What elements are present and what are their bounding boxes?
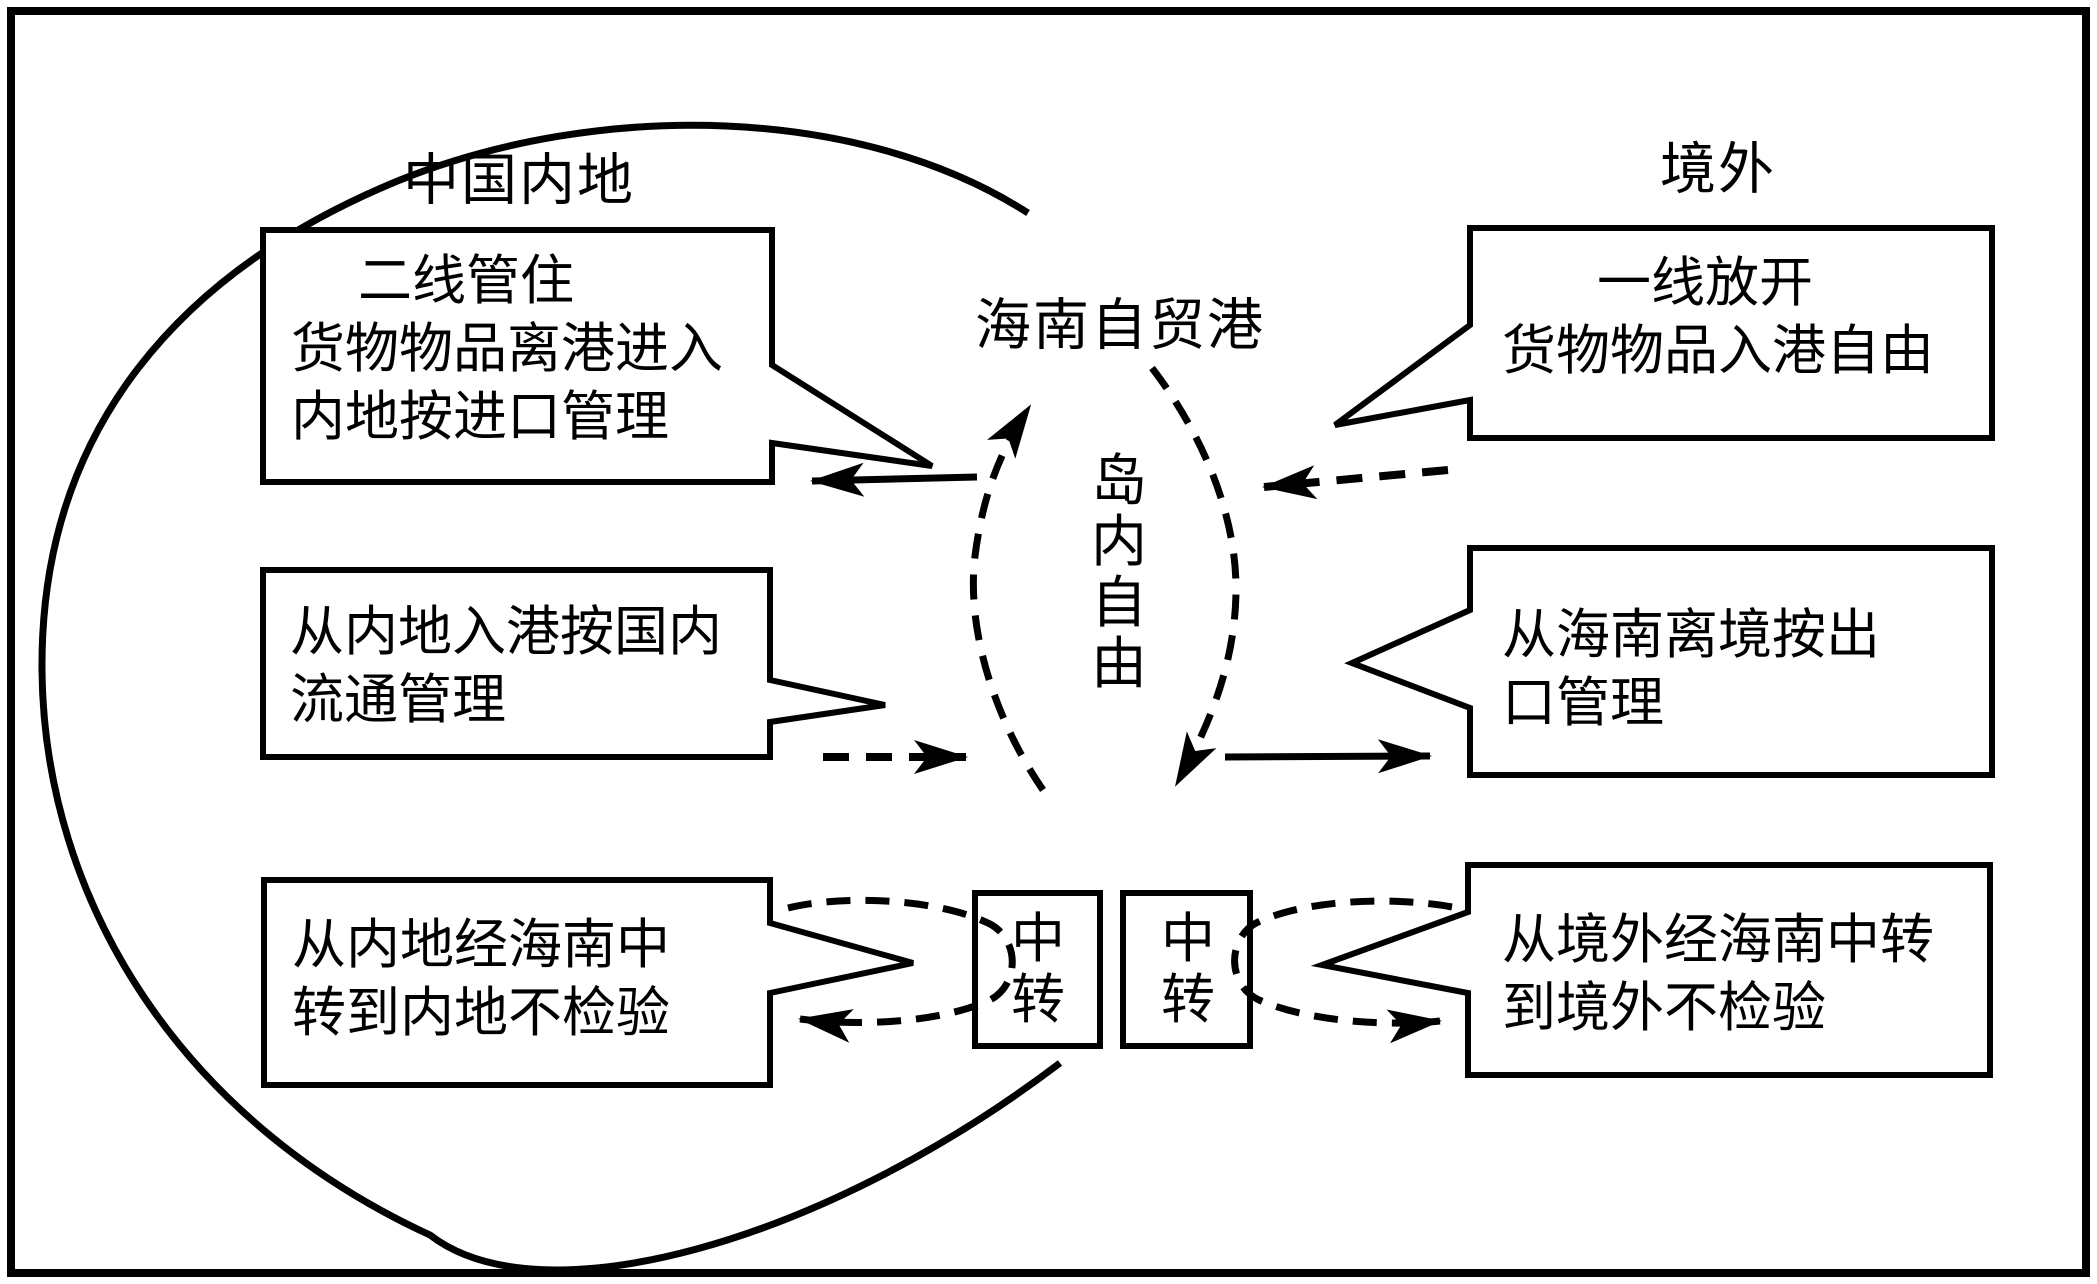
island-freedom-vertical-label: 岛内自由 bbox=[1091, 451, 1147, 696]
transit-left-label: 中转 bbox=[1011, 909, 1065, 1030]
second-line-box-text: 二线管住 货物物品离港进入 内地按进口管理 bbox=[291, 247, 723, 451]
transit-right-box bbox=[1120, 890, 1253, 1049]
export-control-line2: 口管理 bbox=[1502, 673, 1664, 733]
callout-first-line-box bbox=[1333, 225, 1995, 441]
mainland-transit-line1: 从内地经海南中 bbox=[292, 915, 670, 975]
curve-up-into-port-icon bbox=[969, 404, 1046, 792]
first-line-line2: 货物物品入港自由 bbox=[1502, 321, 1934, 381]
mainland-transit-box-text: 从内地经海南中 转到内地不检验 bbox=[292, 911, 670, 1047]
domestic-circulation-box-text: 从内地入港按国内 流通管理 bbox=[290, 598, 722, 734]
first-line-box-text: 一线放开 货物物品入港自由 bbox=[1502, 249, 1934, 385]
export-control-box-text: 从海南离境按出 口管理 bbox=[1502, 601, 1880, 737]
callout-domestic-circulation-box bbox=[260, 567, 886, 760]
overseas-transit-box-text: 从境外经海南中转 到境外不检验 bbox=[1502, 906, 1934, 1042]
domestic-circulation-line2: 流通管理 bbox=[290, 670, 506, 730]
overseas-transit-line2: 到境外不检验 bbox=[1502, 978, 1826, 1038]
port-title-label: 海南自贸港 bbox=[975, 295, 1265, 358]
curve-down-from-port-icon bbox=[1149, 365, 1240, 787]
second-line-line2: 货物物品离港进入 bbox=[291, 319, 723, 379]
arrow-port-to-mainland-icon bbox=[810, 462, 978, 497]
transit-right-label: 中转 bbox=[1161, 909, 1215, 1030]
overseas-transit-line1: 从境外经海南中转 bbox=[1502, 910, 1934, 970]
mainland-region-label: 中国内地 bbox=[403, 150, 635, 213]
mainland-boundary-circle bbox=[38, 121, 1063, 1274]
transit-left-box bbox=[972, 890, 1103, 1049]
outer-frame-border bbox=[7, 7, 2090, 1277]
loop-overseas-transit-icon bbox=[1231, 897, 1453, 1044]
second-line-line3: 内地按进口管理 bbox=[291, 387, 669, 447]
mainland-transit-line2: 转到内地不检验 bbox=[292, 983, 670, 1043]
callout-mainland-transit-box bbox=[261, 877, 914, 1088]
domestic-circulation-line1: 从内地入港按国内 bbox=[290, 602, 722, 662]
second-line-line1: 二线管住 bbox=[358, 251, 574, 311]
callout-export-control-box bbox=[1344, 545, 1995, 778]
first-line-line1: 一线放开 bbox=[1597, 253, 1813, 313]
callout-second-line-box bbox=[260, 227, 934, 485]
callout-overseas-transit-box bbox=[1310, 862, 1993, 1078]
loop-mainland-transit-icon bbox=[787, 896, 1016, 1043]
arrow-overseas-to-port-icon bbox=[1262, 465, 1449, 500]
arrow-port-to-overseas-icon bbox=[1224, 739, 1432, 774]
overseas-region-label: 境外 bbox=[1660, 139, 1776, 202]
export-control-line1: 从海南离境按出 bbox=[1502, 605, 1880, 665]
